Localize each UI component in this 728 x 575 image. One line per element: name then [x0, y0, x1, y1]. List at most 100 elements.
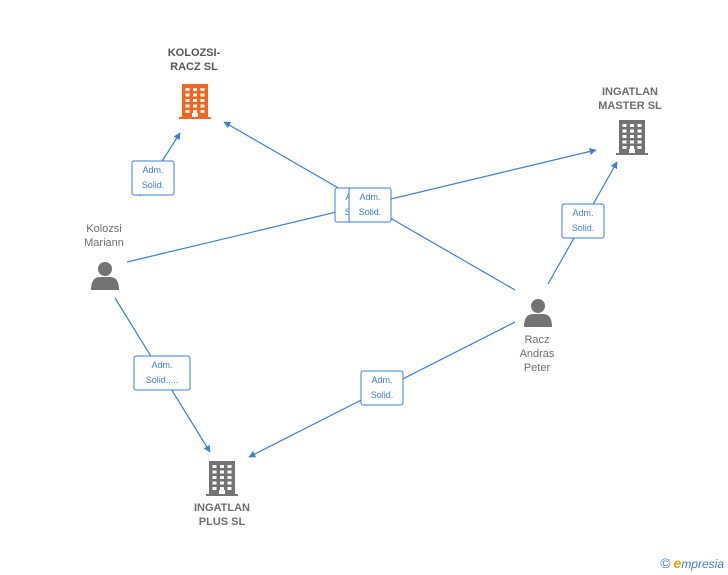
- edges-layer: Adm. Solid. Adm. Solid. Adm. Solid. Adm. Solid.…: [114, 121, 618, 458]
- building-icon: [179, 84, 211, 119]
- edge-label-text: Adm.: [572, 208, 593, 218]
- building-window: [227, 487, 232, 490]
- edge-label-background: [131, 160, 175, 196]
- building-window: [637, 129, 642, 133]
- building-window: [227, 465, 232, 468]
- brand-logo-text: mpresia: [681, 556, 724, 571]
- brand-logo[interactable]: empresia: [674, 555, 724, 572]
- building-window: [227, 476, 232, 479]
- edge-label-text: Adm.: [151, 360, 172, 370]
- building-window: [185, 99, 190, 102]
- edge-label-text: Adm.: [359, 192, 380, 202]
- building-window: [220, 487, 224, 490]
- edge-label-background: [360, 370, 404, 406]
- node-label: Mariann: [84, 237, 124, 249]
- building-window: [227, 470, 232, 474]
- building-window: [200, 110, 205, 113]
- person-body: [91, 277, 119, 290]
- building-window: [637, 146, 642, 149]
- building-window: [630, 129, 634, 133]
- building-window: [622, 124, 627, 127]
- edge-label-text: Solid.,...: [146, 375, 179, 385]
- building-window: [637, 135, 642, 138]
- building-window: [200, 104, 205, 108]
- building-door: [219, 490, 225, 495]
- building-window: [185, 110, 190, 113]
- building-window: [212, 481, 217, 485]
- node-label: Andras: [520, 348, 555, 360]
- building-base: [179, 117, 211, 119]
- node-label: KOLOZSI-: [168, 47, 221, 59]
- person-head: [531, 299, 545, 313]
- company-node-kolozsi-racz[interactable]: KOLOZSI- RACZ SL: [168, 47, 221, 119]
- building-window: [630, 135, 634, 138]
- building-window: [220, 465, 224, 468]
- building-window: [200, 99, 205, 102]
- edge-label-text: Solid.: [572, 223, 595, 233]
- building-window: [220, 481, 224, 485]
- edge-label-box[interactable]: Adm. Solid.,...: [133, 355, 191, 391]
- building-window: [185, 104, 190, 108]
- person-body: [524, 314, 552, 327]
- building-window: [193, 110, 197, 113]
- node-label: MASTER SL: [598, 100, 662, 112]
- building-window: [630, 146, 634, 149]
- edge-label-text: Solid.: [371, 390, 394, 400]
- node-label: Kolozsi: [86, 223, 121, 235]
- person-icon: [91, 262, 119, 290]
- edge-label-background: [348, 187, 392, 223]
- building-window: [630, 124, 634, 127]
- brand-logo-first-letter: e: [673, 554, 682, 571]
- building-base: [616, 153, 648, 155]
- edge-label-background: [133, 355, 191, 391]
- building-door: [192, 113, 198, 118]
- building-window: [212, 476, 217, 479]
- node-label: PLUS SL: [199, 516, 246, 528]
- edge-label-text: Solid.: [142, 180, 165, 190]
- building-window: [622, 135, 627, 138]
- node-label: INGATLAN: [602, 86, 658, 98]
- building-window: [193, 104, 197, 108]
- node-label: RACZ SL: [170, 61, 218, 73]
- building-window: [185, 88, 190, 91]
- building-window: [220, 476, 224, 479]
- edge-label-background: [561, 203, 605, 239]
- building-window: [212, 487, 217, 490]
- edge-label-box[interactable]: Adm. Solid.: [561, 203, 605, 239]
- building-icon: [206, 461, 238, 496]
- building-window: [622, 129, 627, 133]
- building-base: [206, 494, 238, 496]
- building-window: [227, 481, 232, 485]
- node-label: Peter: [524, 362, 551, 374]
- person-head: [98, 262, 112, 276]
- building-window: [637, 140, 642, 144]
- edge-label-box[interactable]: Adm. Solid.: [348, 187, 392, 223]
- building-window: [185, 93, 190, 97]
- node-label: Racz: [524, 334, 549, 346]
- building-window: [212, 470, 217, 474]
- building-window: [622, 146, 627, 149]
- edge-label-text: Adm.: [142, 165, 163, 175]
- company-node-ingatlan-master[interactable]: INGATLAN MASTER SL: [598, 86, 662, 155]
- building-window: [220, 470, 224, 474]
- building-window: [637, 124, 642, 127]
- building-window: [622, 140, 627, 144]
- edge-label-box[interactable]: Adm. Solid.: [360, 370, 404, 406]
- building-window: [630, 140, 634, 144]
- building-icon: [616, 120, 648, 155]
- building-window: [193, 99, 197, 102]
- building-window: [193, 88, 197, 91]
- building-window: [200, 93, 205, 97]
- building-window: [212, 465, 217, 468]
- building-window: [200, 88, 205, 91]
- edge-label-text: Adm.: [371, 375, 392, 385]
- edge-label-text: Solid.: [359, 207, 382, 217]
- edge-label-box[interactable]: Adm. Solid.: [131, 160, 175, 196]
- copyright-icon: ©: [660, 555, 671, 571]
- building-door: [629, 149, 635, 154]
